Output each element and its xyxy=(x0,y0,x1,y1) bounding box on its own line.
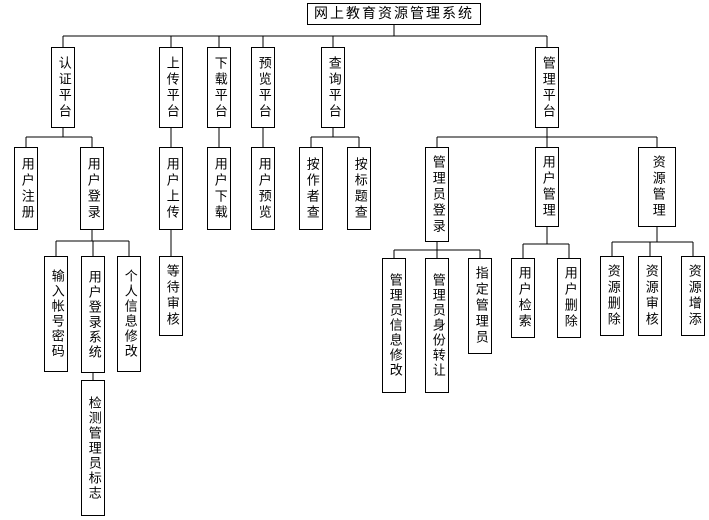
resource-management-node: 资源管理 xyxy=(638,147,676,227)
admin-identity-transfer-node: 管理员身份转让 xyxy=(425,258,449,393)
admin-login-node: 管理员登录 xyxy=(425,147,449,242)
user-upload-node: 用户上传 xyxy=(159,147,183,230)
resource-add-node: 资源增添 xyxy=(681,256,705,336)
user-login-system-node: 用户登录系统 xyxy=(81,256,105,373)
root-node: 网上教育资源管理系统 xyxy=(307,3,481,25)
user-delete-node: 用户删除 xyxy=(557,258,581,338)
profile-edit-node: 个人信息修改 xyxy=(117,256,141,372)
input-account-password-node: 输入帐号密码 xyxy=(44,256,68,372)
preview-platform-node: 预览平台 xyxy=(251,47,275,128)
manage-platform-node: 管理平台 xyxy=(535,47,559,128)
query-by-author-node: 按作者查 xyxy=(299,147,323,230)
user-register-node: 用户注册 xyxy=(14,147,38,230)
user-preview-node: 用户预览 xyxy=(251,147,275,230)
await-review-node: 等待审核 xyxy=(159,256,183,336)
user-management-node: 用户管理 xyxy=(535,147,559,227)
user-search-node: 用户检索 xyxy=(511,258,535,338)
query-by-title-node: 按标题查 xyxy=(347,147,371,230)
admin-info-edit-node: 管理员信息修改 xyxy=(382,258,406,393)
user-login-node: 用户登录 xyxy=(80,147,104,230)
user-download-node: 用户下载 xyxy=(207,147,231,230)
assign-admin-node: 指定管理员 xyxy=(468,258,492,354)
auth-platform-node: 认证平台 xyxy=(51,47,75,128)
detect-admin-flag-node: 检测管理员标志 xyxy=(81,380,105,516)
upload-platform-node: 上传平台 xyxy=(159,47,183,128)
resource-delete-node: 资源删除 xyxy=(600,256,624,336)
query-platform-node: 查询平台 xyxy=(321,47,345,128)
resource-review-node: 资源审核 xyxy=(638,256,662,336)
download-platform-node: 下载平台 xyxy=(207,47,231,128)
